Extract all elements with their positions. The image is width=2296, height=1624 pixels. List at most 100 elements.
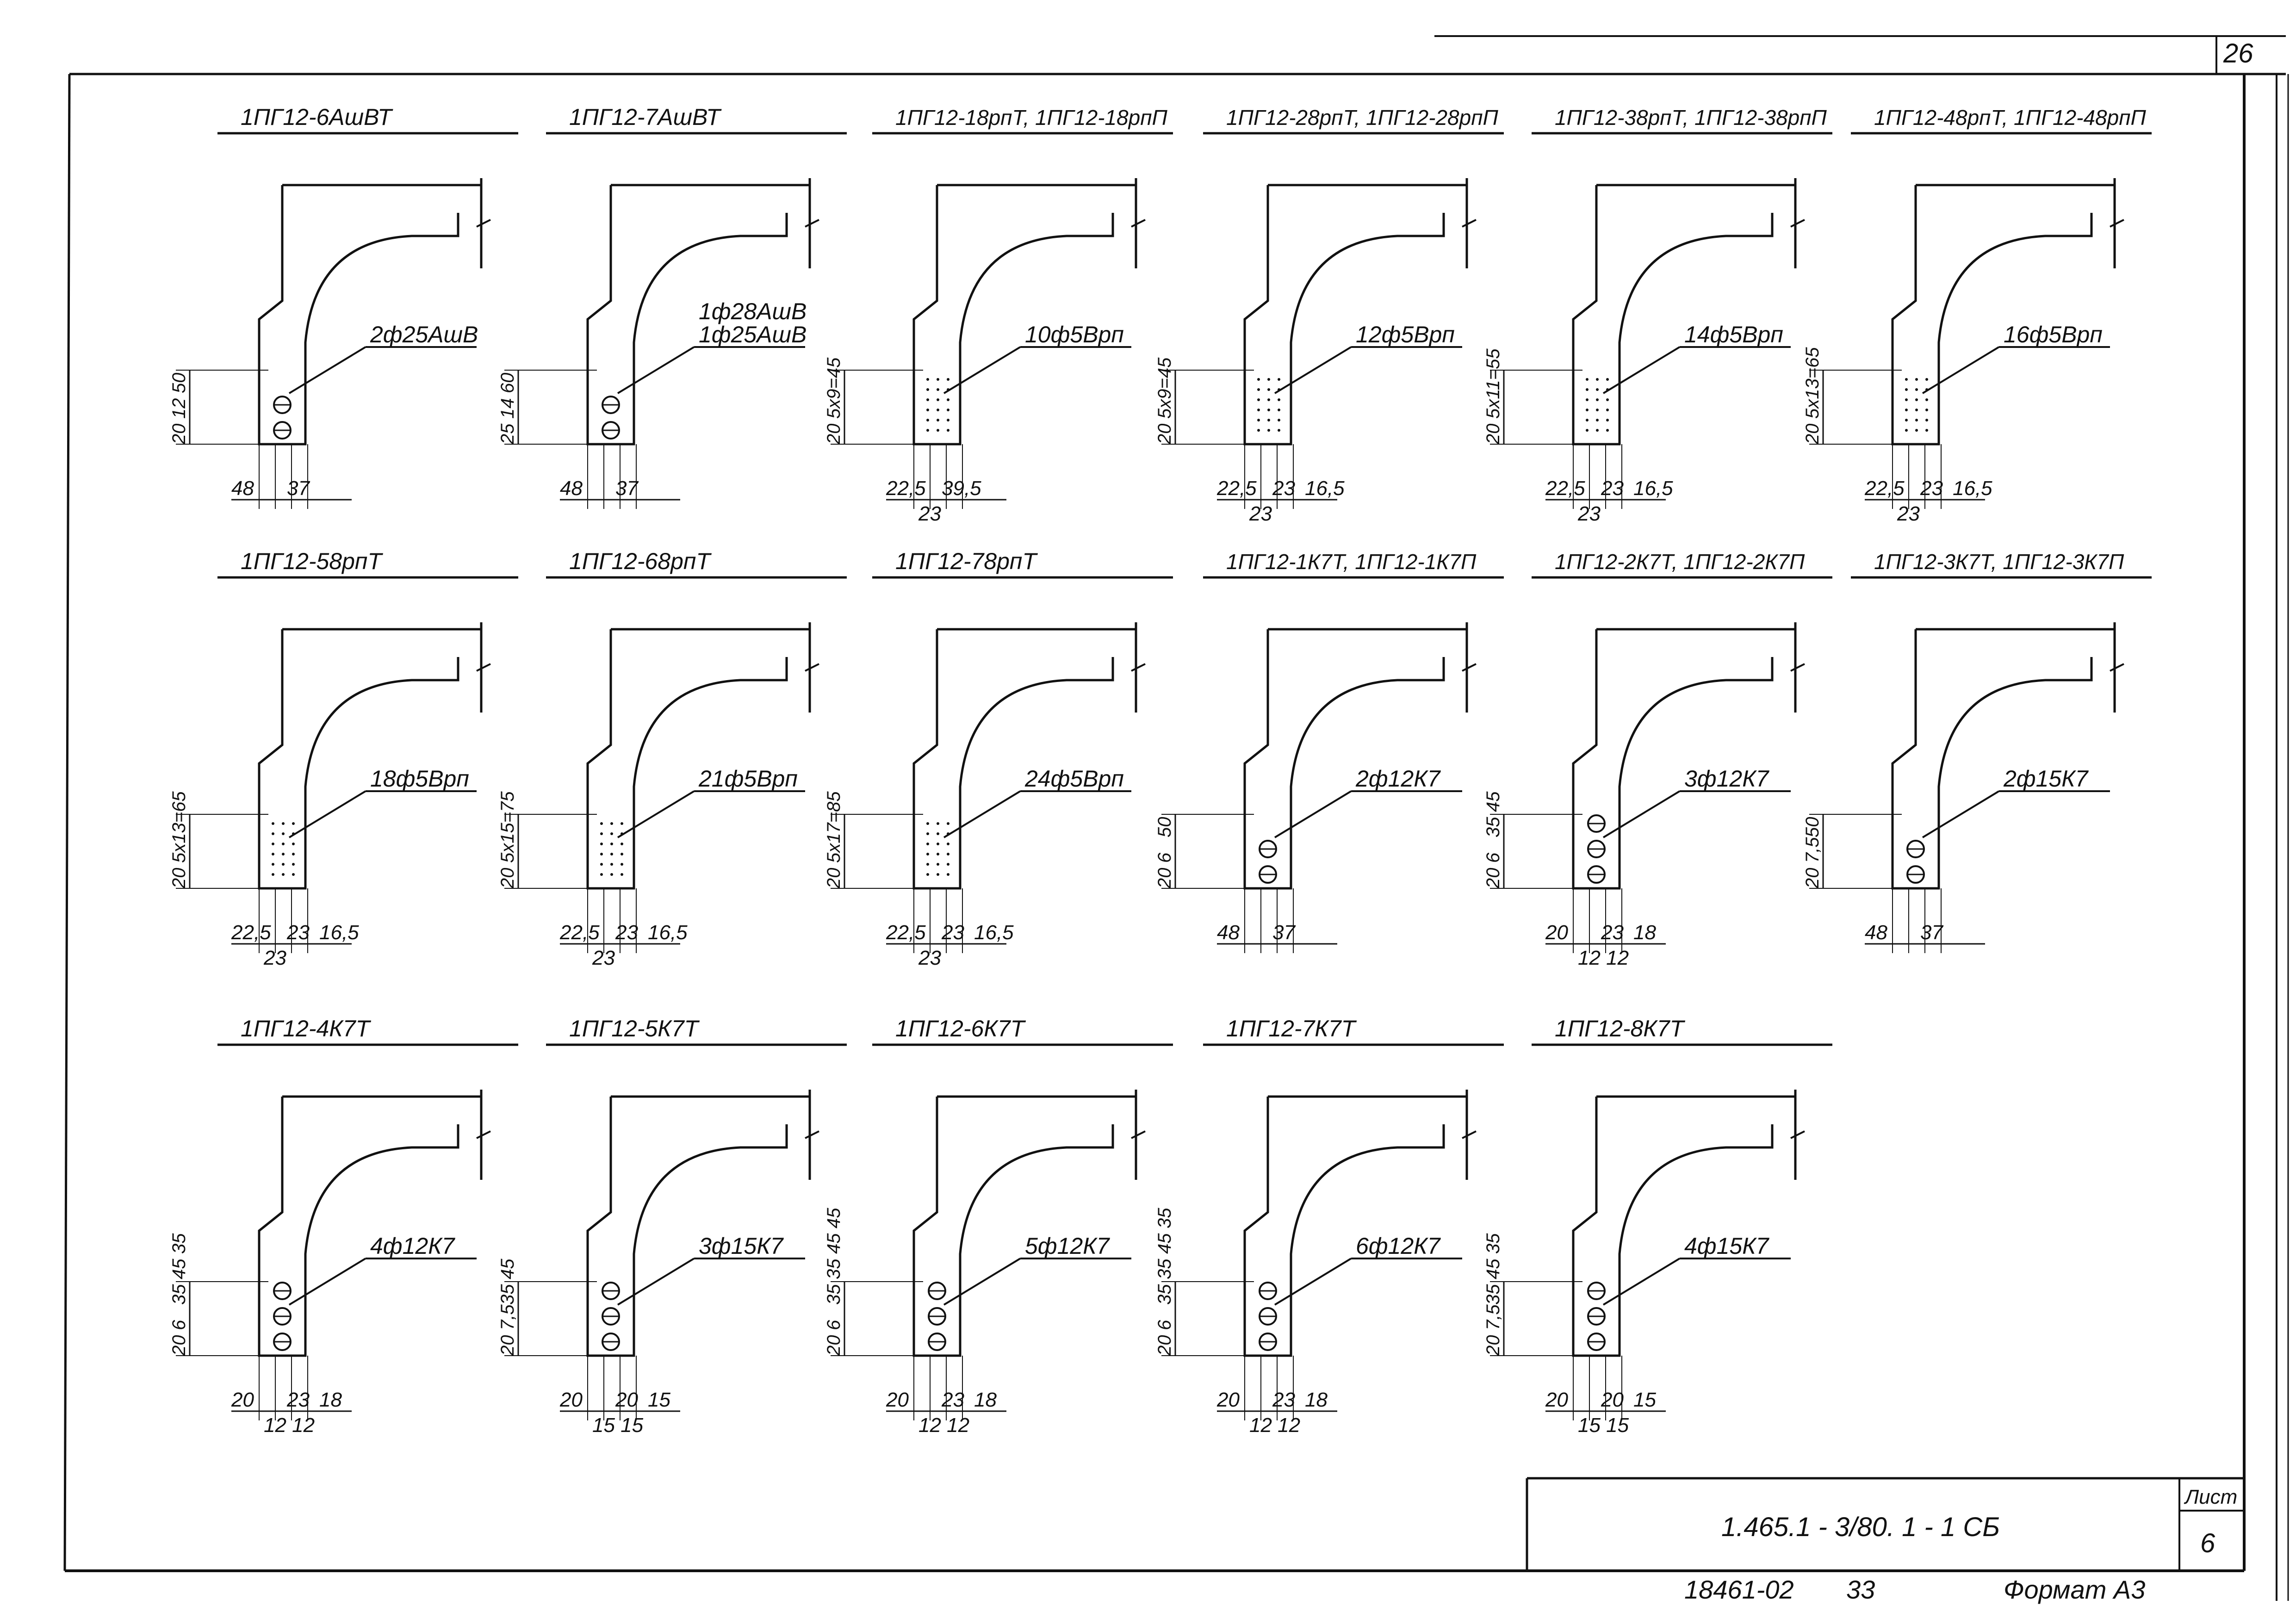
vdim-value: 20 [1802, 424, 1823, 445]
beam-profile [1572, 1090, 1797, 1357]
hdim-sub-value: 12 12 [918, 1414, 969, 1437]
wire-dot [610, 832, 613, 835]
leader-line [1922, 790, 2000, 838]
wire-dot [272, 843, 274, 845]
wire-dot [292, 843, 295, 845]
wire-dot [937, 843, 939, 845]
wire-dot [947, 398, 949, 401]
leader-line [1602, 346, 1681, 394]
vdim-value: 20 [169, 424, 189, 445]
leader-line [288, 1258, 366, 1306]
footer-format: Формат А3 [2004, 1575, 2145, 1604]
wire-dot [926, 398, 929, 401]
vdim-value: 5х17=85 [824, 791, 844, 863]
wire-dot [1267, 398, 1270, 401]
wire-dot [610, 822, 613, 825]
rebar-label: 14ф5Врп [1684, 322, 1783, 347]
wire-dot [600, 863, 603, 866]
wire-dot [947, 843, 949, 845]
vdim-value: 20 [824, 424, 844, 445]
rebar-label: 2ф12К7 [1355, 766, 1441, 792]
detail-title: 1ПГ12-2К7Т, 1ПГ12-2К7П [1555, 550, 1805, 574]
hdim-value: 23 [1601, 921, 1624, 944]
leader-line [288, 346, 366, 394]
wire-dot [1257, 378, 1260, 381]
leader-line [1602, 1258, 1681, 1306]
break-mark [1131, 663, 1146, 672]
detail-3: 1ПГ12-18рпТ, 1ПГ12-18рпП10ф5Врп205х9=452… [824, 105, 1173, 525]
wire-dot [1586, 409, 1589, 411]
hdim-value: 23 [941, 1388, 964, 1411]
wire-dot [272, 863, 274, 866]
vdim-value: 35 [1483, 1284, 1503, 1305]
vdim-value: 20 [497, 1335, 518, 1357]
vdim-value: 7,5 [497, 1304, 518, 1330]
break-mark [476, 219, 491, 228]
wire-dot [1267, 419, 1270, 421]
vdim-value: 20 [824, 868, 844, 889]
wire-dot [937, 378, 939, 381]
wire-dot [282, 873, 285, 876]
wire-dot [947, 429, 949, 432]
leader-line [943, 1258, 1021, 1306]
hdim-value: 16,5 [974, 921, 1014, 944]
vdim-value: 45 [1154, 1233, 1175, 1254]
wire-dot [621, 863, 623, 866]
leader-line [1274, 346, 1352, 394]
hdim-sub-value: 15 15 [592, 1414, 644, 1437]
wire-dot [610, 853, 613, 855]
wire-dot [282, 832, 285, 835]
wire-dot [1278, 378, 1280, 381]
vdim-value: 7,5 [1802, 837, 1823, 863]
vdim-value: 35 [1483, 817, 1503, 837]
hdim-value: 16,5 [1305, 477, 1345, 500]
wire-dot [621, 853, 623, 855]
beam-profile [1243, 1090, 1468, 1357]
vdim-value: 50 [169, 373, 189, 394]
detail-title: 1ПГ12-1К7Т, 1ПГ12-1К7П [1226, 550, 1477, 574]
wire-dot [926, 822, 929, 825]
hdim-value: 23 [941, 921, 964, 944]
wire-dot [1915, 409, 1918, 411]
wire-dot [1596, 419, 1599, 421]
wire-dot [1278, 419, 1280, 421]
wire-dot [1915, 429, 1918, 432]
hdim-value: 48 [1865, 921, 1887, 944]
vdim-value: 5х13=65 [1802, 347, 1823, 419]
hdim-value: 37 [1920, 921, 1943, 944]
beam-profile [586, 178, 811, 446]
break-mark [1462, 663, 1477, 672]
wire-dot [1586, 388, 1589, 391]
wire-dot [1586, 429, 1589, 432]
wire-dot [600, 822, 603, 825]
rebar-label: 10ф5Врп [1025, 322, 1124, 347]
vdim-value: 25 [497, 423, 518, 445]
wire-dot [1586, 398, 1589, 401]
vdim-value: 45 [824, 1233, 844, 1254]
detail-title: 1ПГ12-8К7Т [1555, 1016, 1686, 1041]
hdim-value: 37 [287, 477, 310, 500]
hdim-value: 15 [1633, 1388, 1656, 1411]
leader-line [617, 1258, 695, 1306]
vdim-value: 5х9=45 [824, 357, 844, 419]
vdim-value: 45 [169, 1258, 189, 1279]
vdim-value: 20 [1483, 868, 1503, 889]
vdim-value: 35 [1154, 1258, 1175, 1279]
wire-dot [926, 419, 929, 421]
detail-title: 1ПГ12-38рпТ, 1ПГ12-38рпП [1555, 105, 1827, 130]
rebar-label: 12ф5Врп [1356, 322, 1455, 347]
hdim-value: 22,5 [231, 921, 271, 944]
vdim-value: 35 [1154, 1284, 1175, 1305]
vdim-value: 35 [824, 1284, 844, 1305]
wire-dot [937, 822, 939, 825]
hdim-value: 48 [1217, 921, 1240, 944]
break-mark [805, 663, 819, 672]
vdim-value: 6 [169, 1320, 189, 1330]
wire-dot [926, 843, 929, 845]
wire-dot [1586, 419, 1589, 421]
rebar-label: 2ф15К7 [2003, 766, 2089, 792]
